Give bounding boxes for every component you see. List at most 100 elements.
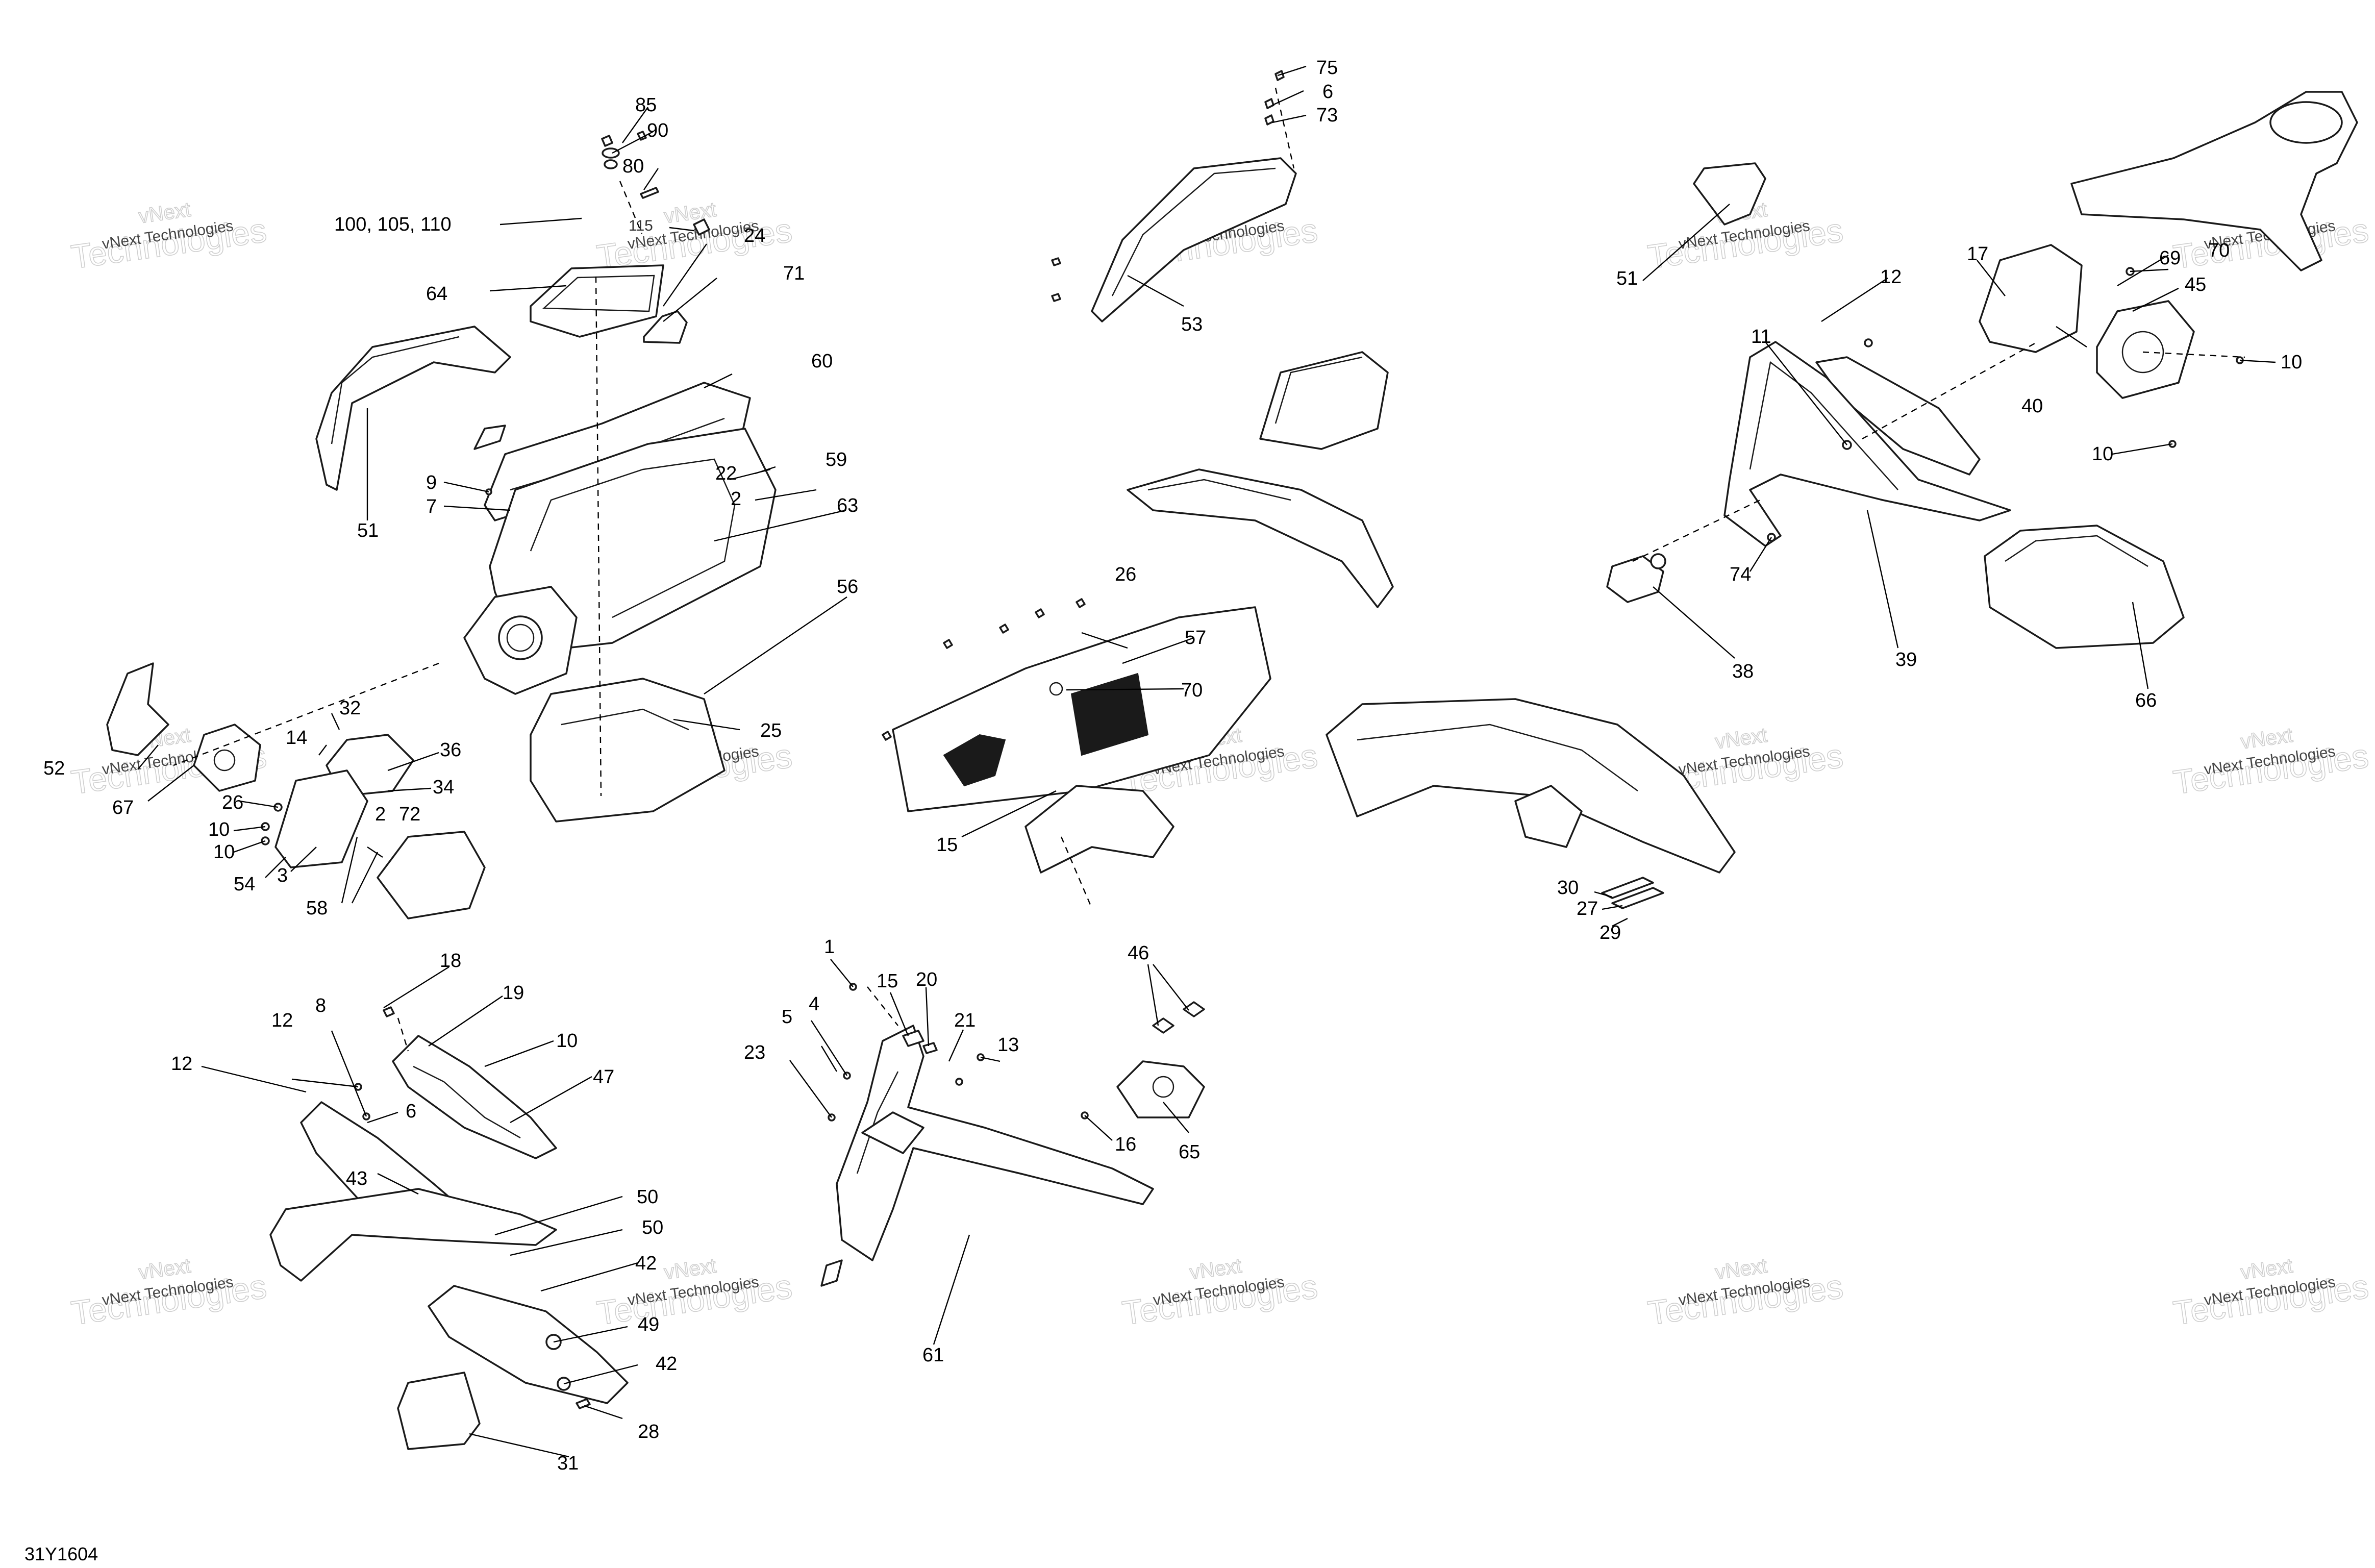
callout-11: 11 (1751, 326, 1771, 347)
callout-115: 115 (629, 217, 653, 234)
callout-70-right: 70 (2208, 240, 2230, 261)
callout-12-left-b: 12 (171, 1053, 192, 1075)
callout-42-b: 42 (656, 1353, 677, 1375)
callout-28: 28 (638, 1421, 659, 1442)
callout-64: 64 (426, 283, 447, 305)
callout-49: 49 (638, 1314, 659, 1335)
callout-70-center: 70 (1181, 680, 1203, 701)
callout-46: 46 (1128, 942, 1149, 964)
callout-10-right-a: 10 (2281, 352, 2302, 373)
callout-74: 74 (1730, 564, 1751, 585)
instrument-panel-assembly (882, 598, 1271, 874)
subframe-assembly (1326, 698, 1736, 909)
callout-27: 27 (1577, 898, 1598, 919)
callout-59: 59 (826, 449, 847, 470)
callout-6-top: 6 (1322, 81, 1333, 103)
callout-1: 1 (824, 936, 835, 958)
lower-side-assembly (269, 1006, 629, 1450)
callout-32: 32 (339, 698, 361, 719)
callout-51-left: 51 (357, 520, 379, 541)
callout-53: 53 (1181, 314, 1203, 335)
callout-18: 18 (440, 950, 461, 972)
console-assembly (106, 131, 777, 919)
callout-60: 60 (811, 351, 833, 372)
callout-10-a: 10 (208, 819, 230, 840)
callout-73: 73 (1316, 105, 1338, 126)
callout-63: 63 (837, 495, 858, 516)
callout-22: 22 (715, 463, 737, 484)
callout-19: 19 (503, 982, 524, 1004)
callout-23: 23 (744, 1042, 765, 1063)
callout-12-left-a: 12 (271, 1010, 293, 1031)
leader-lines (137, 65, 2276, 1458)
callout-67: 67 (112, 797, 134, 818)
callout-30: 30 (1557, 877, 1579, 899)
callout-61: 61 (922, 1345, 944, 1366)
callout-45: 45 (2185, 274, 2206, 295)
callout-14: 14 (286, 727, 307, 749)
callout-100-105-110: 100, 105, 110 (334, 214, 452, 235)
callout-12-right: 12 (1880, 266, 1902, 288)
callout-6-lower: 6 (406, 1101, 416, 1122)
callout-36: 36 (440, 739, 461, 761)
visor-assembly (1051, 70, 1297, 322)
callout-43: 43 (346, 1168, 367, 1189)
callout-58: 58 (306, 898, 328, 919)
callout-66: 66 (2135, 690, 2157, 711)
fairing-assembly (1606, 91, 2358, 649)
callout-20: 20 (916, 969, 937, 990)
callout-15-lower: 15 (877, 970, 898, 992)
callout-29: 29 (1599, 922, 1621, 943)
callout-16: 16 (1115, 1134, 1136, 1155)
callout-85: 85 (635, 94, 657, 116)
callout-42-a: 42 (635, 1253, 657, 1274)
lower-bracket-assembly (820, 983, 1205, 1287)
callout-65: 65 (1179, 1141, 1200, 1163)
callout-13: 13 (997, 1034, 1019, 1056)
callout-69: 69 (2159, 247, 2181, 269)
callout-17: 17 (1967, 243, 1988, 265)
callout-24: 24 (744, 225, 765, 246)
callout-2-mid: 2 (375, 804, 386, 825)
callout-3: 3 (277, 865, 288, 886)
callout-57: 57 (1185, 627, 1206, 649)
callout-34: 34 (433, 777, 454, 798)
callout-72: 72 (399, 804, 420, 825)
callout-38: 38 (1732, 661, 1754, 682)
reference-code: 31Y1604 (24, 1544, 98, 1564)
callout-47: 47 (593, 1066, 614, 1088)
callout-75: 75 (1316, 57, 1338, 79)
callout-52: 52 (43, 758, 65, 779)
callout-5: 5 (782, 1006, 792, 1028)
callout-25: 25 (760, 720, 782, 741)
callout-26-center: 26 (1115, 564, 1136, 585)
callout-9: 9 (426, 472, 437, 493)
callout-80: 80 (622, 156, 644, 177)
mirror-assembly (1127, 351, 1394, 608)
callout-4: 4 (809, 993, 819, 1015)
callout-21: 21 (954, 1010, 976, 1031)
callout-50-a: 50 (637, 1186, 658, 1208)
callout-7: 7 (426, 496, 437, 517)
callout-56: 56 (837, 576, 858, 598)
callout-40: 40 (2021, 395, 2043, 417)
callout-51-right: 51 (1616, 268, 1638, 289)
callout-10-right-b: 10 (2092, 443, 2113, 465)
callout-labels: 85 90 80 100, 105, 110 115 24 71 64 60 5… (43, 57, 2302, 1474)
callout-26: 26 (222, 792, 243, 813)
callout-8: 8 (315, 995, 326, 1016)
callout-39: 39 (1895, 649, 1917, 670)
callout-71: 71 (783, 263, 805, 284)
callout-2-top: 2 (731, 488, 741, 510)
callout-10-lower: 10 (556, 1030, 578, 1052)
callout-15-center: 15 (936, 834, 958, 856)
callout-90: 90 (647, 120, 668, 141)
